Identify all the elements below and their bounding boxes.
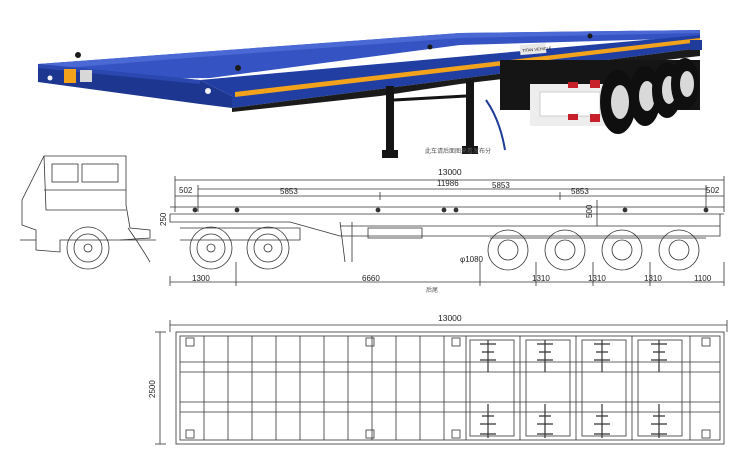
plate-text: TITAN VEHICLE bbox=[522, 45, 552, 53]
chinese-note: 此车请后面图来看发布分 bbox=[425, 147, 491, 155]
dim-twistlock-2: 5853 bbox=[492, 181, 510, 190]
landing-leg-2 bbox=[466, 80, 474, 152]
dim-wheelbase-span: 11986 bbox=[437, 179, 459, 188]
dim-rear-offset: 502 bbox=[706, 186, 720, 195]
top-axle-groups bbox=[480, 340, 667, 438]
trailer-axles bbox=[487, 229, 706, 271]
landing-leg-1 bbox=[386, 86, 394, 158]
dim-wheel-diameter: φ1080 bbox=[460, 255, 484, 264]
top-view-outline bbox=[175, 331, 725, 445]
top-dim-length: 13000 bbox=[438, 313, 462, 323]
tractor-wheels bbox=[66, 226, 301, 270]
trailer-photo: TITAN VEHICLE 此车请后面图来看发布分 bbox=[38, 30, 702, 158]
side-guard bbox=[530, 80, 606, 126]
front-logo-badge bbox=[64, 69, 76, 83]
dim-twistlock-1: 5853 bbox=[280, 187, 298, 196]
orange-stripe bbox=[235, 38, 700, 97]
dim-rear-overhang: 1100 bbox=[694, 274, 712, 283]
side-plate bbox=[519, 42, 547, 56]
dim-front-offset: 502 bbox=[179, 186, 193, 195]
dim-axle-spacing-1: 1310 bbox=[532, 274, 550, 283]
trailer-frame bbox=[169, 206, 724, 263]
dim-body-length: 6660 bbox=[362, 274, 380, 283]
top-dim-width: 2500 bbox=[148, 380, 157, 398]
tractor-cab bbox=[20, 155, 156, 263]
dim-axle-spacing-3: 1310 bbox=[644, 274, 662, 283]
side-view-drawing bbox=[20, 155, 725, 286]
dim-side-height: 500 bbox=[585, 204, 594, 218]
top-view-drawing bbox=[155, 320, 728, 445]
dim-twistlock-3: 5853 bbox=[571, 187, 589, 196]
deck-top bbox=[38, 30, 700, 80]
photo-wheels bbox=[600, 58, 699, 134]
dim-kingpin-to-axle: 1300 bbox=[192, 274, 210, 283]
dim-axle-spacing-2: 1310 bbox=[588, 274, 606, 283]
side-view-caption: 后尾 bbox=[426, 286, 438, 294]
dim-overall: 13000 bbox=[438, 167, 462, 177]
dim-deck-height: 250 bbox=[159, 212, 168, 226]
